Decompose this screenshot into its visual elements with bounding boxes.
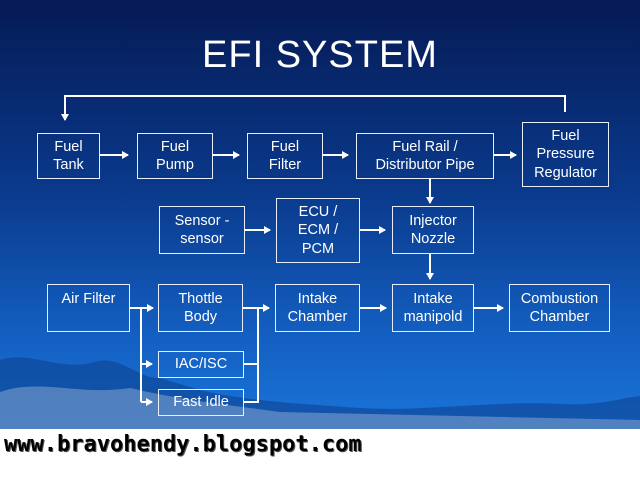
combustion-chamber-box: Combustion Chamber — [509, 284, 610, 332]
injector-nozzle-box: Injector Nozzle — [392, 206, 474, 254]
slide-background: EFI SYSTEM — [0, 0, 640, 429]
fuel-filter-box: Fuel Filter — [247, 133, 323, 179]
intake-chamber-box: Intake Chamber — [275, 284, 360, 332]
air-filter-box: Air Filter — [47, 284, 130, 332]
fuel-pump-box: Fuel Pump — [137, 133, 213, 179]
fuel-rail-box: Fuel Rail / Distributor Pipe — [356, 133, 494, 179]
bypass-return-line — [244, 308, 259, 403]
connector-arrows — [61, 95, 566, 406]
footer-url: www.bravohendy.blogspot.com — [4, 432, 362, 457]
page-title: EFI SYSTEM — [202, 34, 438, 76]
footer-watermark-bar — [0, 429, 640, 481]
fuel-tank-box: Fuel Tank — [37, 133, 100, 179]
sensor-box: Sensor - sensor — [159, 206, 245, 254]
ecu-box: ECU / ECM / PCM — [276, 198, 360, 263]
fuel-pressure-regulator-box: Fuel Pressure Regulator — [522, 122, 609, 187]
throttle-body-box: Thottle Body — [158, 284, 243, 332]
intake-manifold-box: Intake manipold — [392, 284, 474, 332]
iac-isc-box: IAC/ISC — [158, 351, 244, 378]
fast-idle-box: Fast Idle — [158, 389, 244, 416]
rocks-decoration — [0, 357, 640, 429]
return-line-arrow — [61, 95, 566, 121]
